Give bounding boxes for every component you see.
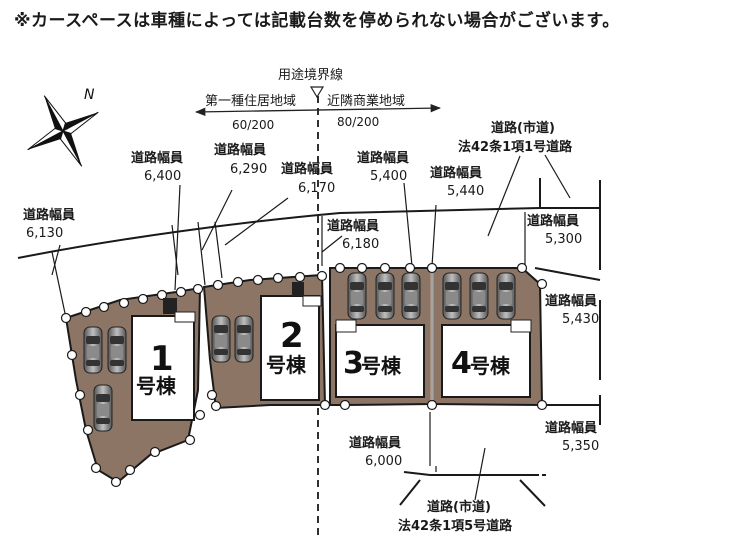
building-1-meter [163, 298, 177, 314]
building-4-number: 4 [451, 346, 472, 381]
car-icon [347, 272, 367, 320]
car-icon [107, 326, 127, 374]
road-width-label: 道路幅員 [545, 420, 597, 436]
car-icon [93, 384, 113, 432]
road-width-value: 6,400 [144, 169, 181, 184]
road-width-label: 道路幅員 [131, 150, 183, 166]
building-1: 1 号棟 [131, 315, 195, 421]
road-width-label: 道路幅員 [349, 435, 401, 451]
city-road-bottom-line1: 道路(市道) [427, 499, 491, 515]
car-icon [401, 272, 421, 320]
parking-notice: ※カースペースは車種によっては記載台数を停められない場合がございます。 [14, 11, 620, 31]
compass-north-label: N [84, 87, 95, 103]
zone-right-ratio: 80/200 [337, 115, 379, 129]
road-width-label: 道路幅員 [327, 218, 379, 234]
zoning-boundary-label: 用途境界線 [278, 67, 343, 83]
building-2-meter [292, 282, 304, 296]
road-width-labels: 道路幅員 6,130 道路幅員 6,400 道路幅員 6,290 道路幅員 6,… [23, 142, 599, 469]
city-road-top: 道路(市道) 法42条1項1号道路 [458, 120, 573, 155]
road-width-label: 道路幅員 [357, 150, 409, 166]
compass: N [27, 87, 99, 167]
road-width-value: 6,180 [342, 237, 379, 252]
road-width-value: 6,130 [26, 226, 63, 241]
building-4: 4 号棟 [441, 324, 531, 398]
building-2-ac-unit [302, 295, 322, 307]
road-width-value: 5,300 [545, 232, 582, 247]
car-icon [469, 272, 489, 320]
city-road-top-line2: 法42条1項1号道路 [458, 139, 573, 155]
zoning-header: 用途境界線 第一種住居地域 近隣商業地域 60/200 80/200 [194, 67, 442, 132]
car-icon [211, 315, 231, 363]
road-width-label: 道路幅員 [430, 165, 482, 181]
building-3-label: 号棟 [361, 354, 402, 378]
road-width-value: 5,400 [370, 169, 407, 184]
road-width-label: 道路幅員 [23, 207, 75, 223]
building-3-number: 3 [343, 346, 364, 381]
road-width-label: 道路幅員 [214, 142, 266, 158]
road-width-leaders [51, 154, 571, 501]
city-road-bottom-line2: 法42条1項5号道路 [398, 518, 513, 534]
car-icon [375, 272, 395, 320]
road-width-label: 道路幅員 [527, 213, 579, 229]
building-1-label: 号棟 [136, 374, 177, 398]
building-3: 3 号棟 [335, 324, 425, 398]
building-4-label: 号棟 [470, 354, 511, 378]
road-width-value: 6,170 [298, 181, 335, 196]
road-width-value: 6,000 [365, 454, 402, 469]
car-icon [496, 272, 516, 320]
city-road-top-line1: 道路(市道) [491, 120, 555, 136]
building-2-number: 2 [280, 316, 304, 356]
road-width-value: 6,290 [230, 162, 267, 177]
road-width-value: 5,350 [562, 439, 599, 454]
road-width-value: 5,440 [447, 184, 484, 199]
building-4-ac-unit [510, 319, 532, 333]
building-2-label: 号棟 [266, 353, 307, 377]
road-width-label: 道路幅員 [281, 161, 333, 177]
boundary-marker-icon [309, 86, 325, 99]
zone-left-ratio: 60/200 [232, 118, 274, 132]
building-1-ac-unit [174, 311, 196, 323]
building-3-ac-unit [335, 319, 357, 333]
building-1-number: 1 [150, 339, 174, 379]
car-icon [83, 326, 103, 374]
car-icon [442, 272, 462, 320]
car-icon [234, 315, 254, 363]
road-lines [17, 178, 601, 507]
north-arrow-icon [27, 95, 99, 167]
zone-right-name: 近隣商業地域 [327, 93, 405, 109]
road-width-label: 道路幅員 [545, 293, 597, 309]
building-2: 2 号棟 [260, 295, 320, 401]
city-road-bottom: 道路(市道) 法42条1項5号道路 [398, 499, 513, 534]
road-width-value: 5,430 [562, 312, 599, 327]
zone-left-name: 第一種住居地域 [205, 93, 296, 109]
boundary-points [60, 262, 548, 488]
